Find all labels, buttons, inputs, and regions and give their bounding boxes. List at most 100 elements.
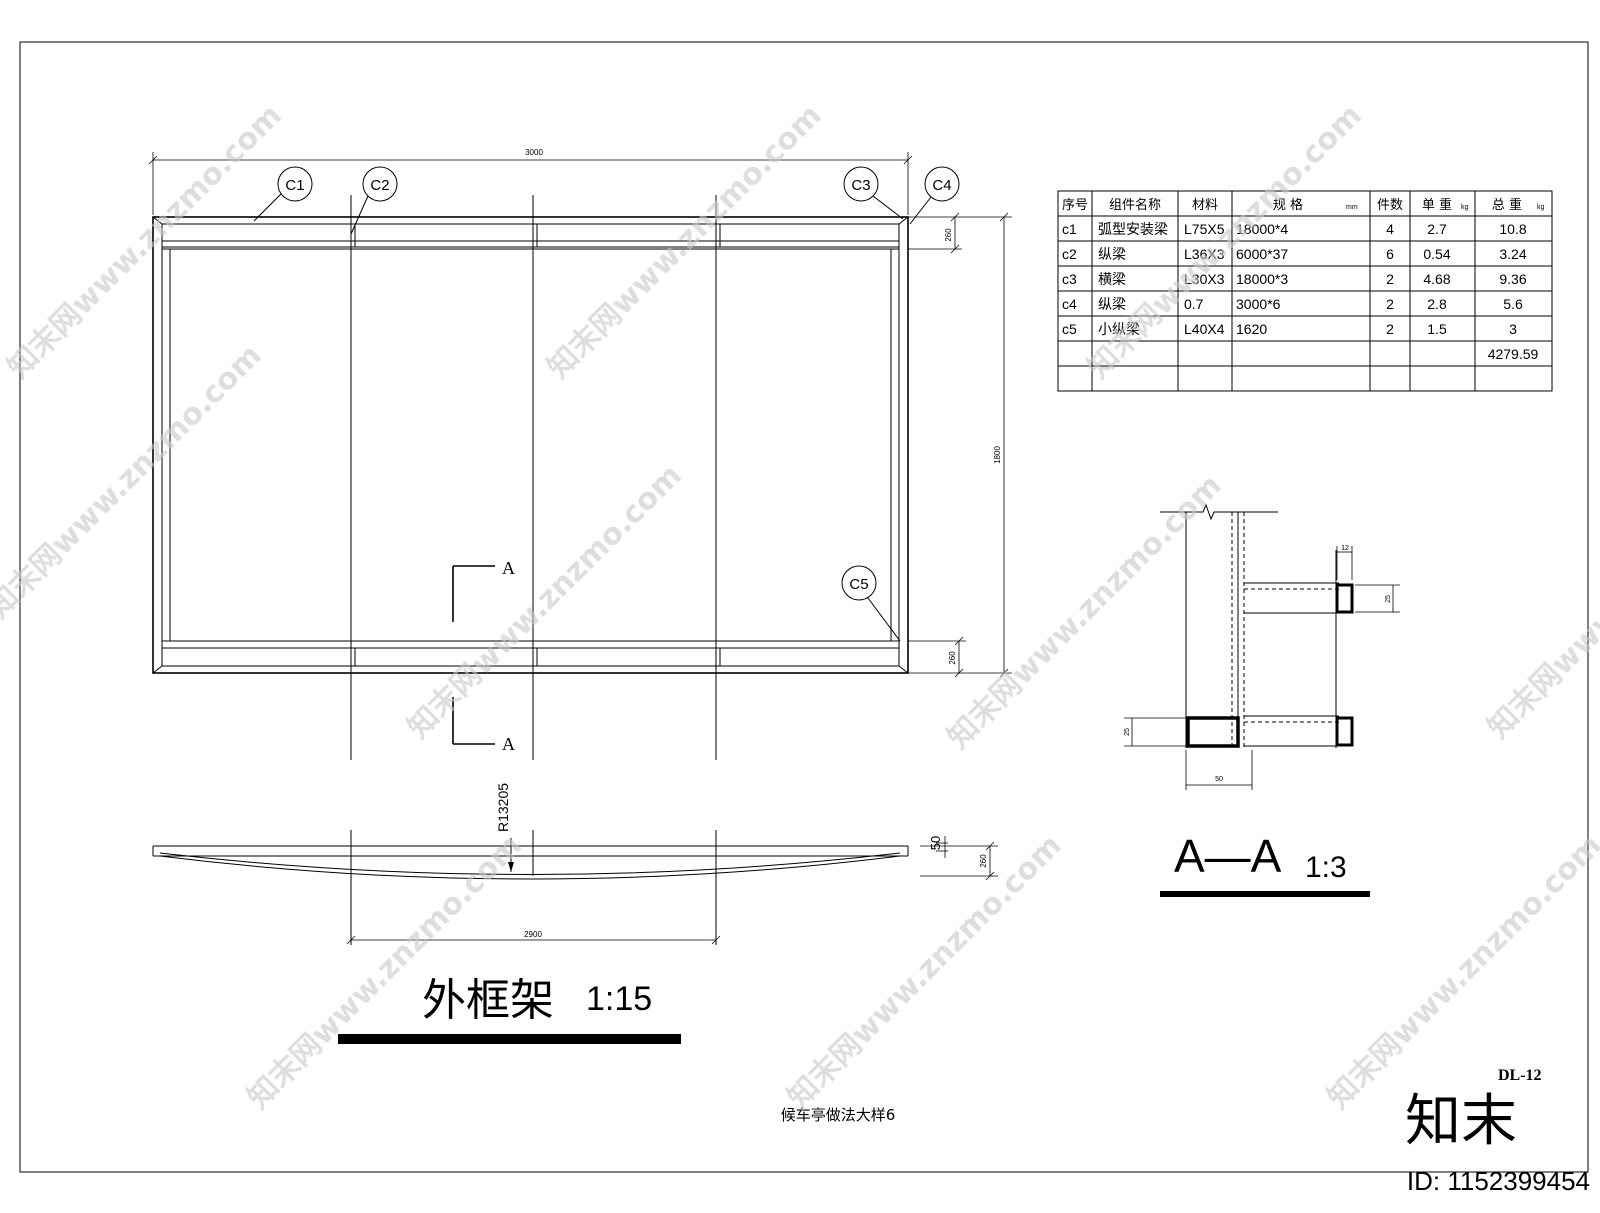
callout-c1: C1	[253, 166, 313, 222]
svg-text:50: 50	[928, 836, 943, 850]
svg-text:序号: 序号	[1062, 198, 1088, 213]
table-total: 4279.59	[1488, 346, 1539, 362]
svg-text:知末网www.znzmo.com: 知末网www.znzmo.com	[0, 338, 269, 626]
svg-text:3000*6: 3000*6	[1236, 296, 1281, 312]
svg-text:规 格: 规 格	[1273, 197, 1303, 213]
svg-text:弧型安装梁: 弧型安装梁	[1098, 222, 1168, 238]
svg-text:横梁: 横梁	[1098, 272, 1126, 288]
svg-text:单 重: 单 重	[1422, 197, 1452, 213]
callout-c2: C2	[350, 166, 398, 235]
svg-text:kg: kg	[1537, 204, 1545, 211]
svg-text:2.7: 2.7	[1427, 221, 1447, 237]
svg-text:L36X3: L36X3	[1184, 246, 1225, 262]
svg-text:L75X5: L75X5	[1184, 221, 1225, 237]
dim-text-3000: 3000	[525, 148, 543, 157]
svg-text:c3: c3	[1062, 271, 1077, 287]
svg-text:知末网www.znzmo.com: 知末网www.znzmo.com	[1321, 828, 1600, 1116]
svg-text:C2: C2	[370, 177, 389, 194]
svg-text:C1: C1	[285, 177, 304, 194]
section-title-block: A—A 1:3	[1160, 830, 1370, 897]
svg-text:2: 2	[1386, 296, 1394, 312]
svg-text:R13205: R13205	[495, 783, 511, 832]
section-title: A—A	[1174, 830, 1282, 882]
svg-text:4: 4	[1386, 221, 1394, 237]
svg-text:知末网www.znzmo.com: 知末网www.znzmo.com	[941, 468, 1229, 756]
svg-text:5.6: 5.6	[1503, 296, 1523, 312]
elevation-view	[152, 830, 909, 945]
svg-text:总 重: 总 重	[1492, 197, 1522, 213]
svg-text:260: 260	[979, 854, 988, 868]
plan-title: 外框架	[422, 975, 554, 1026]
svg-text:L40X4: L40X4	[1184, 321, 1225, 337]
svg-text:C4: C4	[932, 177, 951, 194]
svg-text:c2: c2	[1062, 246, 1077, 262]
watermark-id: ID: 1152399454	[1407, 1166, 1590, 1196]
svg-text:知末网www.znzmo.com: 知末网www.znzmo.com	[1081, 98, 1369, 386]
dim-right: 1800 260 260	[908, 212, 1012, 678]
sheet-border	[19, 41, 1589, 1173]
svg-text:知末网www.znzmo.com: 知末网www.znzmo.com	[1481, 458, 1600, 746]
svg-text:c1: c1	[1062, 221, 1077, 237]
dim-text-top-260: 260	[944, 228, 953, 242]
svg-text:知末网www.znzmo.com: 知末网www.znzmo.com	[401, 458, 689, 746]
svg-text:c4: c4	[1062, 296, 1077, 312]
component-table: 序号 组件名称 材料 规 格 mm 件数 单 重 kg 总 重 kg c1 弧型…	[1057, 190, 1553, 392]
svg-text:10.8: 10.8	[1499, 221, 1526, 237]
dim-text-1800: 1800	[993, 446, 1002, 464]
svg-text:材料: 材料	[1192, 198, 1218, 213]
svg-text:1620: 1620	[1236, 321, 1267, 337]
plan-title-block: 外框架 1:15	[338, 975, 681, 1044]
svg-text:2.8: 2.8	[1427, 296, 1447, 312]
svg-text:25: 25	[1124, 728, 1131, 736]
svg-text:mm: mm	[1346, 204, 1358, 211]
svg-text:知末网www.znzmo.com: 知末网www.znzmo.com	[781, 828, 1069, 1116]
svg-text:A: A	[502, 558, 515, 578]
svg-text:6: 6	[1386, 246, 1394, 262]
svg-text:1.5: 1.5	[1427, 321, 1447, 337]
svg-text:C3: C3	[851, 177, 870, 194]
svg-text:18000*4: 18000*4	[1236, 221, 1288, 237]
plan-view	[152, 195, 909, 760]
watermark-layer: 知末网www.znzmo.com 知末网www.znzmo.com 知末网www…	[0, 98, 1600, 1116]
sheet-title: 候车亭做法大样6	[781, 1106, 896, 1124]
svg-text:c5: c5	[1062, 321, 1077, 337]
watermark-logo: 知末	[1405, 1089, 1517, 1154]
callout-c4: C4	[909, 166, 960, 225]
sheet-number: DL-12	[1498, 1067, 1542, 1084]
radius-label: R13205	[495, 783, 514, 872]
svg-text:50: 50	[1215, 776, 1223, 783]
svg-text:C5: C5	[849, 576, 868, 593]
svg-text:2: 2	[1386, 271, 1394, 287]
callout-c5: C5	[841, 565, 901, 642]
section-mark-bottom: A	[452, 697, 515, 754]
section-mark-top: A	[452, 558, 515, 622]
svg-text:纵梁: 纵梁	[1098, 247, 1126, 263]
svg-text:纵梁: 纵梁	[1098, 297, 1126, 313]
svg-text:2900: 2900	[524, 930, 542, 939]
plan-scale: 1:15	[586, 980, 652, 1018]
callout-c3: C3	[843, 166, 904, 220]
svg-text:4.68: 4.68	[1423, 271, 1450, 287]
svg-text:L30X3: L30X3	[1184, 271, 1225, 287]
dim-text-bottom-260: 260	[948, 651, 957, 665]
svg-text:kg: kg	[1461, 204, 1469, 211]
svg-text:3: 3	[1509, 321, 1517, 337]
svg-text:3.24: 3.24	[1499, 246, 1526, 262]
dim-elevation: 2900 260 50	[346, 836, 998, 945]
svg-text:0.54: 0.54	[1423, 246, 1450, 262]
svg-text:9.36: 9.36	[1499, 271, 1526, 287]
svg-text:18000*3: 18000*3	[1236, 271, 1288, 287]
svg-text:2: 2	[1386, 321, 1394, 337]
dim-overall-width: 3000	[148, 148, 913, 215]
svg-text:12: 12	[1341, 545, 1349, 552]
svg-text:小纵梁: 小纵梁	[1098, 322, 1140, 338]
section-a-a: 12 25 25 50	[1124, 503, 1400, 790]
section-scale: 1:3	[1305, 851, 1347, 884]
svg-text:6000*37: 6000*37	[1236, 246, 1288, 262]
svg-text:A: A	[502, 734, 515, 754]
svg-text:25: 25	[1385, 595, 1392, 603]
svg-text:组件名称: 组件名称	[1109, 197, 1161, 213]
svg-text:知末网www.znzmo.com: 知末网www.znzmo.com	[541, 98, 829, 386]
svg-text:0.7: 0.7	[1184, 296, 1204, 312]
